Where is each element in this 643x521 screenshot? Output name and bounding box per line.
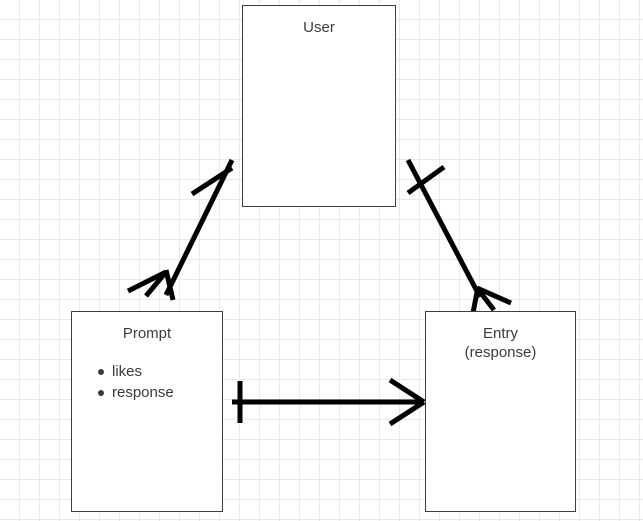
crow-foot-prong-upper — [388, 377, 426, 405]
crow-foot-prong-upper — [126, 269, 168, 294]
crow-foot-prong-lower — [388, 399, 426, 427]
entity-box-entry[interactable]: Entry (response) — [425, 311, 576, 512]
crow-foot-prong-lower — [163, 269, 176, 301]
attribute-item: response — [98, 382, 222, 403]
crow-foot-prong-middle — [475, 286, 496, 312]
entity-title: User — [303, 19, 335, 36]
crow-foot-prong-lower — [470, 286, 481, 314]
attribute-item: likes — [98, 361, 222, 382]
entity-box-user[interactable]: User — [242, 5, 396, 207]
one-tick-marker-icon — [406, 164, 446, 196]
relationship-prompt-to-entry[interactable] — [232, 377, 426, 427]
relationship-user-to-prompt[interactable] — [126, 158, 235, 301]
entity-box-prompt[interactable]: Prompt likes response — [71, 311, 223, 512]
entity-title: Prompt — [122, 325, 172, 342]
relationship-line — [163, 158, 235, 297]
one-tick-marker-icon — [190, 165, 234, 197]
relationship-user-to-entry[interactable] — [405, 158, 513, 314]
relationship-line — [405, 158, 483, 299]
crow-foot-prong-upper — [475, 285, 513, 306]
attribute-list: likes response — [72, 343, 222, 403]
entity-title: Entry (response) — [464, 325, 537, 361]
crow-foot-prong-middle — [144, 270, 168, 298]
